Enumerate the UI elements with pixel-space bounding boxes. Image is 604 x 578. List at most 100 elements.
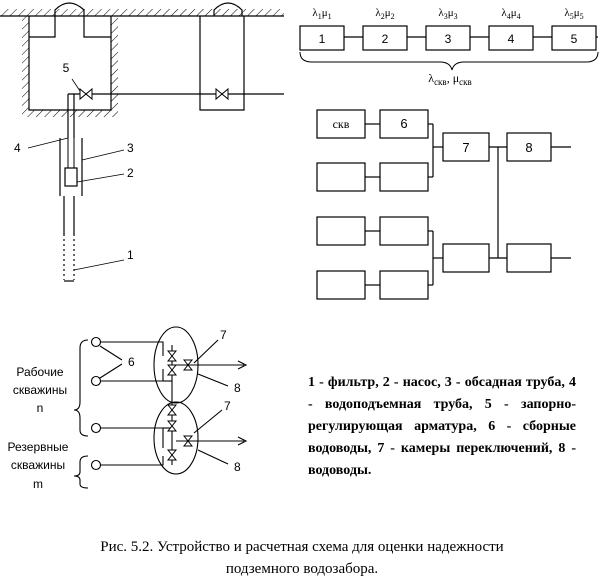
second-chamber bbox=[199, 16, 245, 111]
well-chamber bbox=[28, 37, 112, 111]
caption-line-1: Рис. 5.2. Устройство и расчетная схема д… bbox=[100, 539, 504, 555]
chain-block: 2 λ2μ2 bbox=[362, 7, 408, 51]
equivalent-parameters: λскв, μскв bbox=[428, 71, 472, 87]
valve-icon bbox=[166, 449, 178, 461]
collector-block bbox=[379, 270, 429, 300]
conduit-block bbox=[506, 243, 552, 273]
collector-block bbox=[379, 162, 429, 192]
leader-line bbox=[99, 345, 123, 361]
chain-block-box bbox=[488, 25, 534, 51]
figure-caption: Рис. 5.2. Устройство и расчетная схема д… bbox=[0, 536, 604, 578]
label-7-bottom: 7 bbox=[224, 399, 231, 413]
chain-block-box bbox=[425, 25, 471, 51]
chain-brace bbox=[299, 51, 599, 71]
switch-chamber-block bbox=[442, 243, 490, 273]
pavilion-wall-hatching bbox=[22, 16, 29, 110]
block-scheme-labels: скв 6 7 8 bbox=[333, 116, 533, 155]
leader-line bbox=[81, 149, 125, 161]
valve-icon bbox=[166, 404, 178, 416]
chain-block-box bbox=[362, 25, 408, 51]
reserve-wells-count: m bbox=[33, 477, 43, 491]
outlet-arrow-icon bbox=[237, 360, 248, 370]
collector-block bbox=[379, 216, 429, 246]
label-valve: 5 bbox=[63, 61, 70, 75]
reliability-chain: 1 λ1μ1 2 λ2μ2 3 λ3μ3 4 λ4μ4 5 λ5μ5 λскв, μскв bbox=[299, 7, 599, 87]
leader-line bbox=[27, 137, 69, 149]
chain-block-parameters: λ2μ2 bbox=[375, 7, 394, 21]
valve-icon bbox=[166, 420, 178, 432]
well-circle bbox=[90, 336, 102, 348]
chain-block-box bbox=[551, 25, 597, 51]
valve-icon bbox=[182, 435, 194, 447]
label-block-7: 7 bbox=[462, 140, 469, 155]
valve-icon bbox=[166, 364, 178, 376]
label-block-8: 8 bbox=[525, 140, 532, 155]
reserve-wells-label-1: Резервные bbox=[8, 440, 69, 454]
reserve-wells-brace bbox=[73, 455, 89, 489]
chain-block-label: 2 bbox=[382, 32, 389, 46]
leader-line bbox=[76, 173, 125, 183]
leader-line bbox=[197, 449, 229, 465]
collector-scheme bbox=[73, 326, 248, 489]
chain-block: 3 λ3μ3 bbox=[425, 7, 471, 51]
label-block-6: 6 bbox=[400, 116, 407, 131]
well-block bbox=[316, 162, 366, 192]
leader-line bbox=[73, 259, 125, 271]
valve-icon bbox=[166, 350, 178, 362]
chain-block-parameters: λ5μ5 bbox=[564, 7, 583, 21]
collector-valves bbox=[166, 350, 194, 461]
block-scheme bbox=[316, 109, 571, 300]
chain-block-label: 1 bbox=[319, 32, 326, 46]
well-chamber-top bbox=[28, 16, 112, 38]
chain-block-label: 3 bbox=[445, 32, 452, 46]
collector-line bbox=[100, 341, 164, 356]
pavilion-wall-hatching bbox=[111, 16, 118, 110]
label-8-bottom: 8 bbox=[234, 460, 241, 474]
caption-line-2: подземного водозабора. bbox=[225, 561, 379, 577]
chain-block-parameters: λ3μ3 bbox=[438, 7, 457, 21]
ground-hatching bbox=[0, 9, 284, 16]
valve-icon bbox=[182, 359, 194, 371]
chain-block-box bbox=[299, 25, 345, 51]
chain-block-parameters: λ4μ4 bbox=[501, 7, 520, 21]
collector-line bbox=[100, 456, 164, 466]
chain-block: 4 λ4μ4 bbox=[488, 7, 534, 51]
legend-text: 1 - фильтр, 2 - насос, 3 - обсадная труб… bbox=[308, 375, 576, 478]
leader-line bbox=[71, 78, 81, 92]
working-wells-label-1: Рабочие bbox=[16, 365, 64, 379]
collector-scheme-labels: Рабочие скважины n Резервные скважины m … bbox=[8, 328, 241, 491]
label-casing: 3 bbox=[127, 141, 134, 155]
valve-icon bbox=[79, 87, 93, 101]
well-circle bbox=[90, 375, 102, 387]
leader-line bbox=[193, 409, 223, 434]
chain-block-label: 4 bbox=[508, 32, 515, 46]
well-circle bbox=[90, 459, 102, 471]
label-7-top: 7 bbox=[220, 328, 227, 342]
pavilion-floor-hatching bbox=[22, 110, 118, 117]
chain-blocks: 1 λ1μ1 2 λ2μ2 3 λ3μ3 4 λ4μ4 5 λ5μ5 bbox=[299, 7, 597, 51]
label-well-block: скв bbox=[333, 117, 350, 131]
chain-block-label: 5 bbox=[571, 32, 578, 46]
working-wells-brace bbox=[73, 339, 89, 437]
label-filter: 1 bbox=[127, 248, 134, 262]
chain-block: 5 λ5μ5 bbox=[551, 7, 597, 51]
well-block bbox=[316, 270, 366, 300]
outlet-arrow-icon bbox=[237, 436, 248, 446]
pump bbox=[64, 167, 78, 187]
label-8-top: 8 bbox=[234, 381, 241, 395]
reserve-wells-label-2: скважины bbox=[11, 458, 65, 472]
leader-line bbox=[99, 363, 123, 379]
working-wells-label-2: скважины bbox=[13, 383, 67, 397]
well-circle bbox=[90, 422, 102, 434]
leader-line bbox=[193, 339, 219, 364]
collector-line bbox=[100, 369, 164, 382]
switch-chamber-ellipse bbox=[153, 401, 199, 475]
chain-block-parameters: λ1μ1 bbox=[312, 7, 331, 21]
valve-icon bbox=[215, 87, 229, 101]
label-pump: 2 bbox=[127, 166, 134, 180]
leader-line bbox=[197, 373, 229, 387]
well-block bbox=[316, 216, 366, 246]
chain-block: 1 λ1μ1 bbox=[299, 7, 345, 51]
